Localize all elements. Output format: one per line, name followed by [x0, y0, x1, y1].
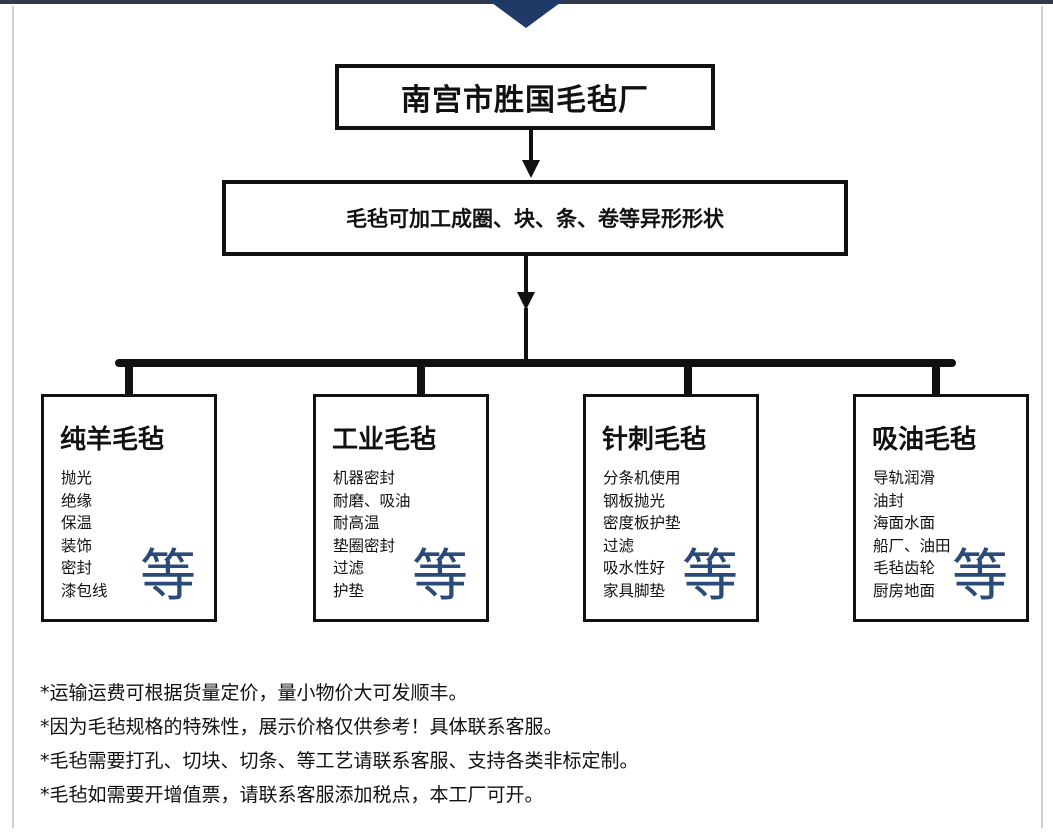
- list-item: 厨房地面: [873, 581, 936, 600]
- note-price-reference: *因为毛毡规格的特殊性，展示价格仅供参考！具体联系客服。: [40, 716, 563, 738]
- list-item: 抛光: [61, 469, 93, 487]
- list-item: 绝缘: [61, 491, 93, 510]
- factory-name-box: 南宫市胜国毛毡厂: [335, 64, 715, 130]
- etc-mark: 等: [682, 544, 738, 609]
- drop-line-2: [417, 363, 425, 394]
- connector-line-2: [524, 256, 528, 296]
- list-item: 油封: [873, 491, 905, 510]
- list-item: 毛毡齿轮: [873, 559, 936, 577]
- page-frame: [12, 6, 1043, 828]
- arrow-down-icon: [522, 160, 540, 178]
- category-uses-list: 机器密封 耐磨、吸油 耐高温 垫圈密封 过滤 护垫: [333, 467, 411, 602]
- category-box-industrial-felt: 工业毛毡 机器密封 耐磨、吸油 耐高温 垫圈密封 过滤 护垫 等: [313, 394, 489, 622]
- notes-list: *运输运费可根据货量定价，量小物价大可发顺丰。 *因为毛毡规格的特殊性，展示价格…: [40, 676, 639, 812]
- header-notch-triangle: [488, 0, 564, 28]
- category-title: 纯羊毛毡: [60, 425, 165, 455]
- list-item: 过滤: [333, 559, 365, 577]
- category-uses-list: 抛光 绝缘 保温 装饰 密封 漆包线: [61, 467, 108, 602]
- category-box-pure-wool-felt: 纯羊毛毡 抛光 绝缘 保温 装饰 密封 漆包线 等: [41, 394, 217, 622]
- category-title: 针刺毛毡: [602, 425, 707, 455]
- list-item: 密度板护垫: [603, 514, 681, 532]
- category-title: 吸油毛毡: [872, 425, 977, 455]
- category-box-oil-absorbing-felt: 吸油毛毡 导轨润滑 油封 海面水面 船厂、油田 毛毡齿轮 厨房地面 等: [853, 394, 1029, 622]
- etc-mark: 等: [412, 544, 468, 609]
- factory-name: 南宫市胜国毛毡厂: [401, 83, 649, 118]
- list-item: 装饰: [61, 536, 93, 555]
- etc-mark: 等: [140, 544, 196, 609]
- process-description-box: 毛毡可加工成圈、块、条、卷等异形形状: [222, 180, 848, 256]
- list-item: 家具脚垫: [603, 581, 666, 600]
- arrow-down-icon: [517, 292, 535, 310]
- list-item: 钢板抛光: [603, 491, 666, 510]
- list-item: 分条机使用: [603, 469, 681, 487]
- list-item: 海面水面: [873, 514, 936, 532]
- connector-line-3: [524, 308, 528, 362]
- list-item: 密封: [61, 559, 93, 577]
- list-item: 保温: [61, 514, 93, 532]
- distribution-bar: [115, 359, 956, 367]
- category-title: 工业毛毡: [332, 425, 437, 455]
- list-item: 垫圈密封: [333, 536, 396, 555]
- list-item: 耐磨、吸油: [333, 491, 411, 510]
- category-box-needle-felt: 针刺毛毡 分条机使用 钢板抛光 密度板护垫 过滤 吸水性好 家具脚垫 等: [583, 394, 759, 622]
- list-item: 导轨润滑: [873, 469, 936, 487]
- list-item: 耐高温: [333, 514, 380, 532]
- process-description: 毛毡可加工成圈、块、条、卷等异形形状: [346, 207, 724, 231]
- note-invoice: *毛毡如需要开增值票，请联系客服添加税点，本工厂可开。: [40, 784, 544, 806]
- list-item: 船厂、油田: [873, 536, 951, 555]
- connector-line-1: [529, 130, 533, 164]
- list-item: 护垫: [333, 581, 365, 600]
- drop-line-1: [125, 363, 133, 394]
- list-item: 过滤: [603, 536, 635, 555]
- etc-mark: 等: [952, 544, 1008, 609]
- note-shipping: *运输运费可根据货量定价，量小物价大可发顺丰。: [40, 682, 468, 704]
- note-custom-processing: *毛毡需要打孔、切块、切条、等工艺请联系客服、支持各类非标定制。: [40, 750, 639, 772]
- drop-line-4: [932, 363, 940, 394]
- category-uses-list: 分条机使用 钢板抛光 密度板护垫 过滤 吸水性好 家具脚垫: [603, 467, 681, 602]
- category-uses-list: 导轨润滑 油封 海面水面 船厂、油田 毛毡齿轮 厨房地面: [873, 467, 951, 602]
- list-item: 机器密封: [333, 469, 396, 487]
- list-item: 漆包线: [61, 581, 108, 600]
- list-item: 吸水性好: [603, 559, 666, 577]
- drop-line-3: [684, 363, 692, 394]
